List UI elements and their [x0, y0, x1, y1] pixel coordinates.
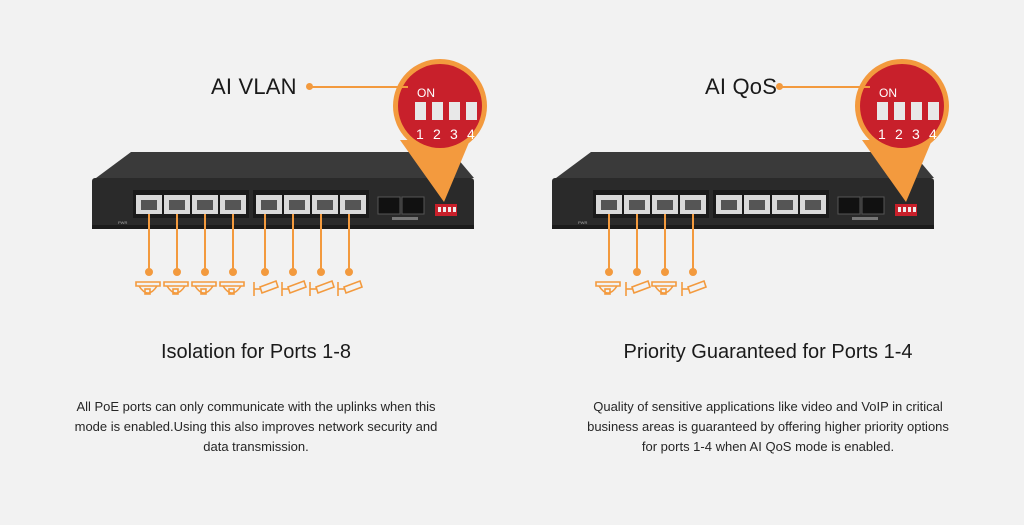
bullet-camera-icon [309, 279, 336, 296]
callout-dot [306, 83, 313, 90]
dip-number-2: 2 [433, 126, 441, 142]
bullet-camera-icon [625, 279, 652, 296]
dip-number-2: 2 [895, 126, 903, 142]
feature-label: AI QoS [705, 74, 778, 99]
dip-number-4: 4 [929, 126, 937, 142]
section-description: Quality of sensitive applications like v… [587, 399, 949, 454]
callout-dot [776, 83, 783, 90]
feature-label: AI VLAN [211, 74, 297, 99]
port-group-1-4 [133, 190, 249, 218]
panel-ai-qos: PWR [512, 0, 1024, 525]
callout-line [780, 86, 870, 88]
port-group-5-8 [253, 190, 369, 218]
section-heading: Isolation for Ports 1-8 [160, 341, 352, 363]
dome-camera-icon [135, 281, 161, 295]
bullet-camera-icon [337, 279, 364, 296]
dip-number-3: 3 [450, 126, 458, 142]
dip-switch-small [435, 204, 457, 216]
dip-switch-zoom [393, 59, 487, 153]
dome-camera-icon [163, 281, 189, 295]
panel-ai-vlan: PWR [74, 59, 487, 454]
port-connectors [605, 214, 697, 276]
bullet-camera-icon [253, 279, 280, 296]
dip-number-3: 3 [912, 126, 920, 142]
dip-switch-zoom [855, 59, 949, 153]
svg-text:PWR: PWR [578, 220, 587, 225]
dome-camera-icon [219, 281, 245, 295]
port-group-5-8 [713, 190, 829, 218]
switch-diagram-qos: PWR [552, 59, 949, 296]
dip-number-1: 1 [416, 126, 424, 142]
sfp-uplink-ports [377, 196, 425, 220]
dip-on-label: ON [417, 86, 435, 100]
bullet-camera-icon [281, 279, 308, 296]
callout-cone [862, 140, 932, 202]
dip-number-4: 4 [467, 126, 475, 142]
callout-line [310, 86, 408, 88]
section-heading: Priority Guaranteed for Ports 1-4 [623, 341, 913, 363]
dome-camera-icon [595, 281, 621, 295]
section-description: All PoE ports can only communicate with … [74, 399, 438, 454]
dip-on-label: ON [879, 86, 897, 100]
callout-cone [400, 140, 470, 202]
sfp-uplink-ports [837, 196, 885, 220]
dome-camera-icon [191, 281, 217, 295]
dome-camera-icon [651, 281, 677, 295]
svg-text:PWR: PWR [118, 220, 127, 225]
port-group-1-4 [593, 190, 709, 218]
dip-number-1: 1 [878, 126, 886, 142]
port-connectors [145, 214, 353, 276]
dip-switch-small [895, 204, 917, 216]
bullet-camera-icon [681, 279, 708, 296]
switch-diagram-vlan: PWR [92, 59, 487, 296]
